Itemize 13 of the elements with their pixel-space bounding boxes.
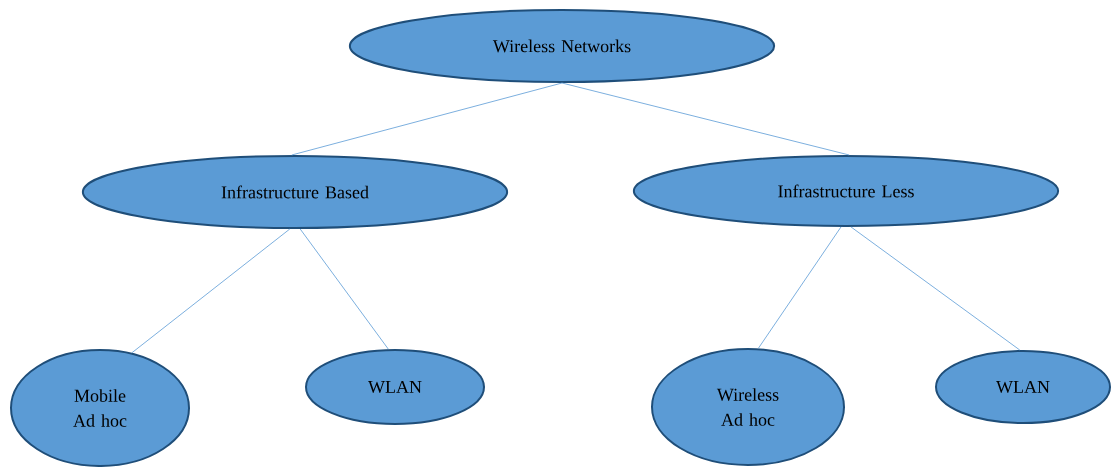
connector-line [757, 226, 842, 349]
ellipse-node: Wireless Ad hoc [651, 348, 845, 466]
ellipse-node: Mobile Ad hoc [10, 349, 190, 467]
ellipse-node: Infrastructure Less [632, 155, 1060, 227]
connector-line [299, 228, 389, 350]
ellipse-node: WLAN [305, 349, 485, 425]
ellipse-node: Wireless Networks [348, 9, 776, 83]
connector-line [131, 228, 291, 354]
ellipse-node: WLAN [935, 350, 1111, 424]
connector-line [850, 226, 1021, 351]
connector-line [561, 82, 850, 156]
connector-line [291, 82, 563, 156]
ellipse-node: Infrastructure Based [81, 155, 509, 229]
